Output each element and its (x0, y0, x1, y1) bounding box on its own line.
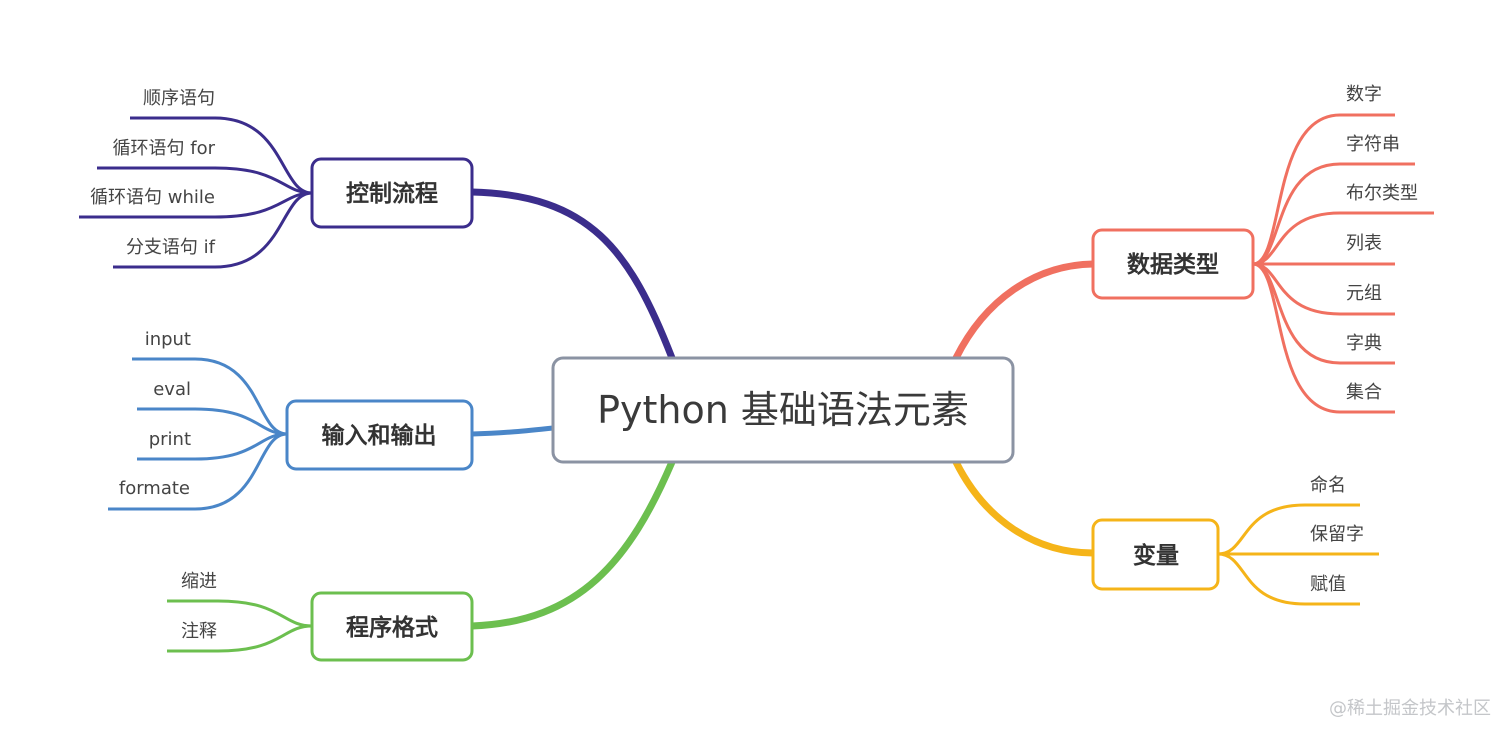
leaf-label: 注释 (181, 621, 217, 642)
branch-control[interactable]: 控制流程 (310, 157, 474, 229)
leaf-label: 字典 (1346, 333, 1382, 354)
connector-types (952, 260, 1097, 362)
leaf-label: input (145, 329, 191, 350)
types-leaves (1252, 113, 1434, 414)
control-leaf-labels: 顺序语句 循环语句 for 循环语句 while 分支语句 if (90, 88, 216, 258)
leaf-line (108, 432, 288, 511)
format-leaves (167, 599, 313, 653)
leaf-label: 列表 (1346, 233, 1382, 254)
branch-format[interactable]: 程序格式 (310, 591, 474, 662)
connector-format (468, 458, 676, 630)
leaf-label: 布尔类型 (1346, 183, 1418, 204)
leaf-label: 循环语句 while (90, 187, 215, 208)
vars-leaves (1217, 503, 1379, 606)
leaf-label: 保留字 (1310, 524, 1364, 545)
leaf-label: 赋值 (1310, 574, 1346, 595)
format-leaf-labels: 缩进 注释 (181, 571, 217, 642)
leaf-line (1252, 162, 1415, 266)
leaf-label: 数字 (1346, 84, 1382, 105)
central-topic[interactable]: Python 基础语法元素 (551, 356, 1015, 464)
branch-vars-label: 变量 (1133, 542, 1179, 569)
leaf-line (130, 116, 313, 195)
branch-format-label: 程序格式 (346, 614, 438, 641)
leaf-line (167, 624, 313, 653)
central-topic-label: Python 基础语法元素 (597, 388, 969, 432)
leaf-label: 顺序语句 (143, 88, 215, 109)
leaf-line (132, 357, 288, 436)
branch-control-label: 控制流程 (346, 180, 438, 207)
leaf-line (1217, 503, 1360, 556)
connector-vars (952, 458, 1097, 557)
central-topic-box (551, 356, 1015, 464)
leaf-line (1252, 262, 1395, 414)
leaf-line (97, 166, 313, 195)
connector-control (468, 188, 676, 362)
io-leaf-labels: input eval print formate (119, 329, 191, 499)
branch-vars-box (1091, 518, 1220, 591)
control-leaves (79, 116, 313, 269)
connector-io (471, 425, 554, 437)
branch-types-box (1091, 228, 1255, 300)
types-leaf-labels: 数字 字符串 布尔类型 列表 元组 字典 集合 (1346, 84, 1418, 403)
leaf-label: 分支语句 if (126, 237, 216, 258)
leaf-line (167, 599, 313, 628)
leaf-label: print (149, 429, 191, 450)
branch-format-box (310, 591, 474, 662)
branch-control-box (310, 157, 474, 229)
leaf-line (1252, 211, 1434, 266)
leaf-label: 集合 (1346, 382, 1382, 403)
leaf-label: 元组 (1346, 283, 1382, 304)
vars-leaf-labels: 命名 保留字 赋值 (1310, 475, 1364, 595)
leaf-label: formate (119, 478, 190, 499)
leaf-line (113, 191, 313, 269)
leaf-label: 字符串 (1346, 134, 1400, 155)
leaf-label: 循环语句 for (113, 138, 216, 159)
leaf-line (1217, 552, 1360, 606)
io-leaves (108, 357, 288, 511)
leaf-line (137, 407, 288, 436)
leaf-label: 缩进 (181, 571, 217, 592)
branch-io-label: 输入和输出 (322, 422, 437, 449)
branch-io-box (285, 399, 474, 471)
branch-types[interactable]: 数据类型 (1091, 228, 1255, 300)
leaf-label: eval (153, 379, 191, 400)
branch-io[interactable]: 输入和输出 (285, 399, 474, 471)
branch-vars[interactable]: 变量 (1091, 518, 1220, 591)
leaf-label: 命名 (1310, 475, 1346, 496)
watermark: @稀土掘金技术社区 (1329, 698, 1491, 719)
branch-types-label: 数据类型 (1127, 252, 1219, 278)
